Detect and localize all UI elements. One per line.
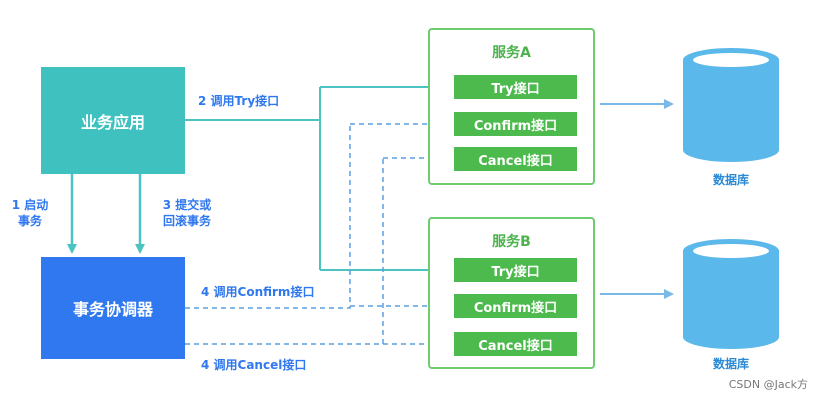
start-tx-label-line2: 事务 — [17, 214, 42, 228]
business-app-box: 业务应用 — [41, 67, 185, 174]
service-b-confirm-interface: Confirm接口 — [454, 294, 577, 318]
commit-rollback-label: 3 提交或 回滚事务 — [152, 197, 222, 229]
service-b-cancel-interface: Cancel接口 — [454, 332, 577, 356]
commit-rollback-label-line1: 3 提交或 — [162, 198, 212, 212]
service-a-title: 服务A — [492, 45, 531, 61]
cancel-call-line — [185, 158, 384, 345]
confirm-call-line — [185, 124, 351, 309]
transaction-coordinator-label: 事务协调器 — [72, 300, 153, 319]
call-confirm-label: 4 调用Confirm接口 — [201, 285, 315, 299]
service-b-try-interface: Try接口 — [454, 258, 577, 282]
service-a-try-interface: Try接口 — [454, 75, 577, 99]
business-app-label: 业务应用 — [80, 112, 145, 132]
start-tx-label: 1 启动 事务 — [5, 197, 55, 229]
database-b-label: 数据库 — [712, 357, 749, 371]
service-a-cancel-interface: Cancel接口 — [454, 147, 577, 171]
database-b-icon — [683, 239, 779, 349]
transaction-coordinator-box: 事务协调器 — [41, 257, 185, 359]
try-call-line — [185, 119, 321, 270]
call-cancel-label: 4 调用Cancel接口 — [201, 358, 307, 372]
database-a-icon — [683, 48, 779, 162]
service-b-title: 服务B — [492, 234, 531, 250]
service-a-confirm-interface: Confirm接口 — [454, 112, 577, 136]
commit-rollback-label-line2: 回滚事务 — [162, 214, 211, 228]
database-a-label: 数据库 — [712, 173, 749, 187]
call-try-label: 2 调用Try接口 — [198, 94, 280, 108]
start-tx-label-line1: 1 启动 — [11, 198, 49, 212]
watermark-text: CSDN @Jack方 — [728, 378, 808, 391]
